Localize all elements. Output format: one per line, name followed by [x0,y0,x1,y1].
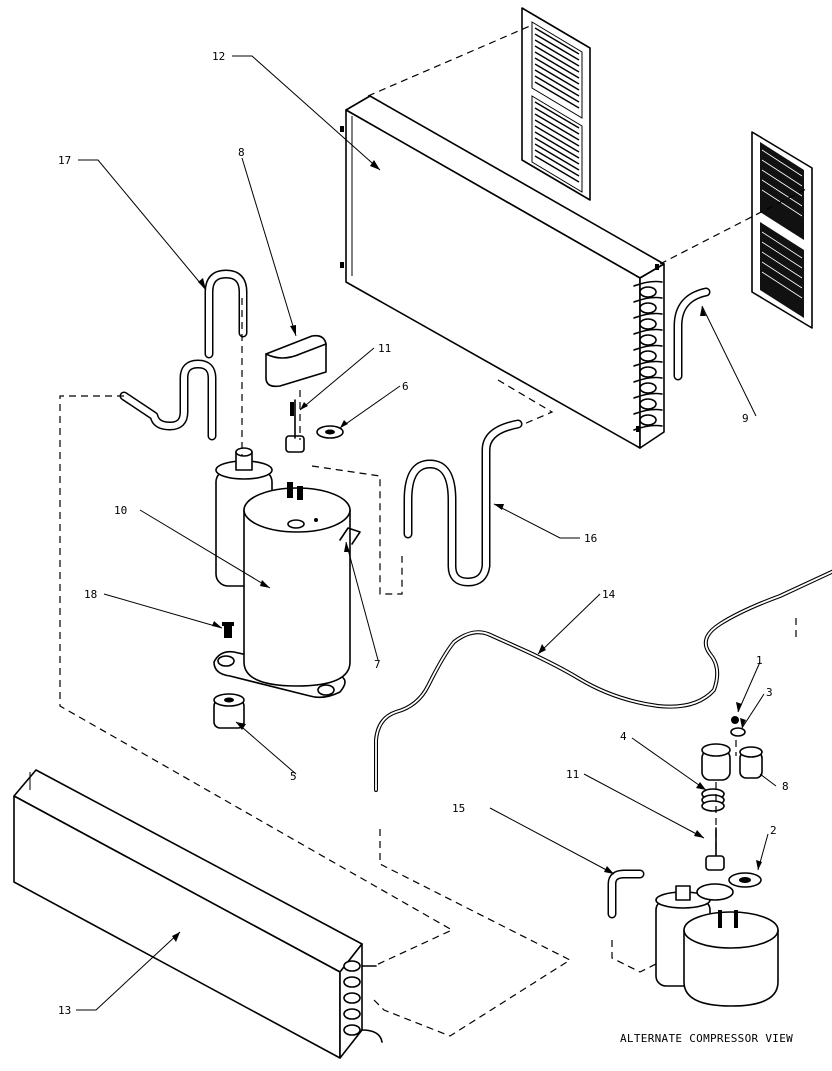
assembly-lines [59,25,809,1037]
callout-11-alternate: 11 [566,768,579,781]
callout-4: 4 [620,730,627,743]
alternate-gasket [696,872,762,901]
callout-9: 9 [742,412,749,425]
callout-16: 16 [584,532,597,545]
alternate-suction-tube [607,869,645,919]
terminal-cover [265,334,327,388]
mounting-grommet [213,693,245,729]
callout-18: 18 [84,588,97,601]
washer [730,727,746,737]
suction-tube [119,269,248,441]
alternate-compressor-caption: ALTERNATE COMPRESSOR VIEW [620,1032,793,1045]
callout-leaders [76,55,777,1011]
screw [731,716,739,724]
callout-10: 10 [114,504,127,517]
alternate-compressor [655,885,779,1007]
alternate-overload-protector [705,827,725,871]
liquid-line-tube [673,287,711,381]
callout-7: 7 [374,658,381,671]
callout-8-alternate: 8 [782,780,789,793]
callout-8: 8 [238,146,245,159]
callout-2: 2 [770,824,777,837]
callout-6: 6 [402,380,409,393]
leader-arrowheads [172,160,762,942]
discharge-tube [403,419,523,587]
callout-15: 15 [452,802,465,815]
callout-5: 5 [290,770,297,783]
callout-12: 12 [212,50,225,63]
callout-13: 13 [58,1004,71,1017]
callout-3: 3 [766,686,773,699]
louvered-grille-side [751,131,813,329]
evaporator-coil [13,769,383,1059]
capillary-tube [374,569,832,792]
spring-clip [701,788,725,812]
callout-17: 17 [58,154,71,167]
callout-1: 1 [756,654,763,667]
callout-11: 11 [378,342,391,355]
compressor [213,447,361,699]
mounting-bolt [222,622,234,638]
condenser-coil [340,95,665,449]
alternate-terminal-cover [701,743,763,781]
terminal-gasket [316,425,344,439]
louvered-grille-upper [521,7,591,201]
callout-14: 14 [602,588,616,601]
